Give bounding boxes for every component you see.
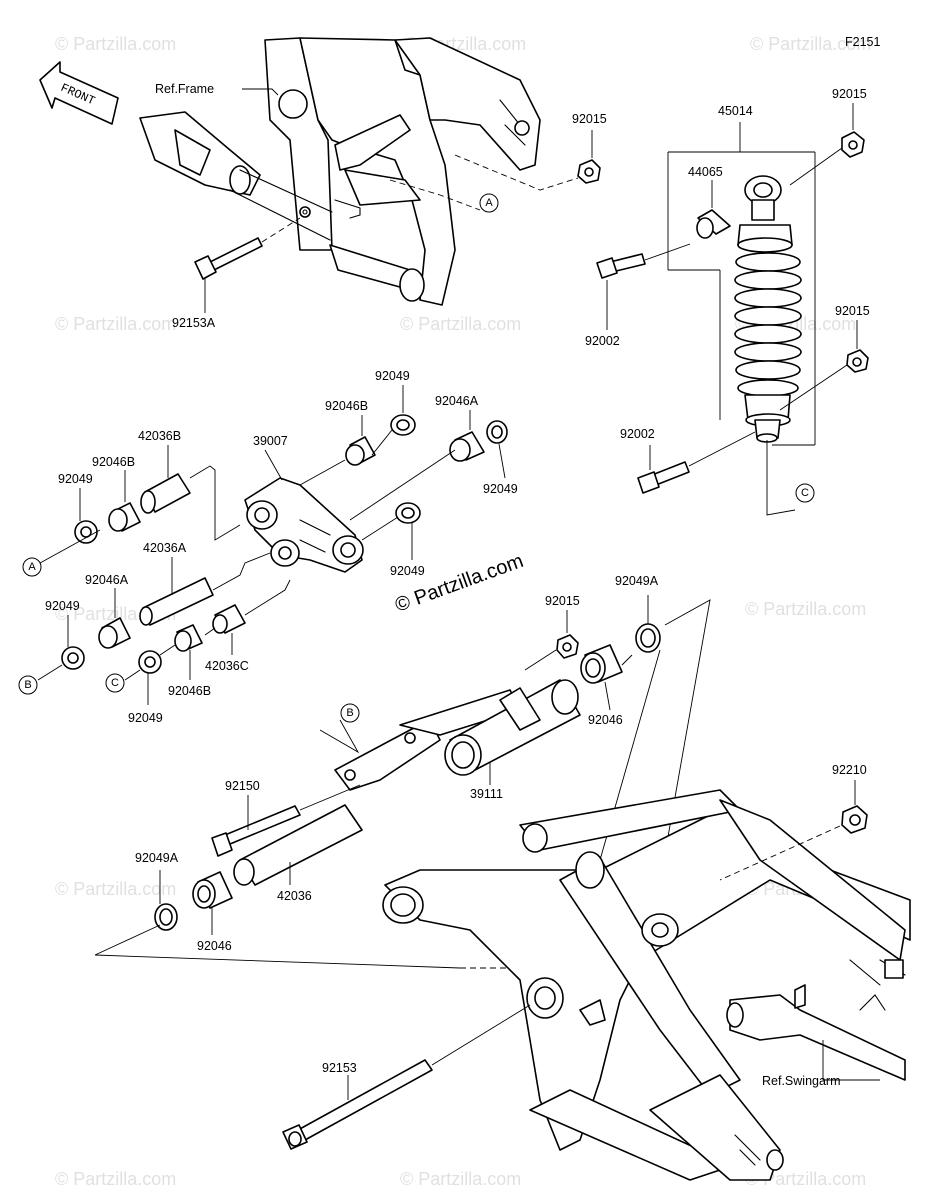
part-number-92046-mid: 92046 <box>588 713 623 727</box>
swingarm-assembly <box>382 789 911 1181</box>
part-number-92049-low: 92049 <box>128 711 163 725</box>
part-number-42036A: 42036A <box>143 541 187 555</box>
bearing-92046B-left <box>108 502 141 532</box>
front-arrow: FRONT <box>39 61 119 125</box>
bearing-92046-low <box>192 871 233 909</box>
part-number-92153: 92153 <box>322 1061 357 1075</box>
part-number-92049-mid: 92049 <box>390 564 425 578</box>
part-number-92002-top: 92002 <box>585 334 620 348</box>
part-number-92046-low: 92046 <box>197 939 232 953</box>
part-number-92049A-top: 92049A <box>615 574 659 588</box>
part-number-42036: 42036 <box>277 889 312 903</box>
part-number-44065: 44065 <box>688 165 723 179</box>
part-number-92049A-low: 92049A <box>135 851 179 865</box>
part-number-92153A: 92153A <box>172 316 216 330</box>
part-number-92046B-low: 92046B <box>168 684 211 698</box>
seal-92049-right <box>486 420 508 444</box>
watermark: © Partzilla.com <box>400 314 521 334</box>
ref-marker-a-link: A <box>22 557 42 577</box>
watermark: © Partzilla.com <box>745 599 866 619</box>
ref-frame-label: Ref.Frame <box>155 82 214 96</box>
part-number-92150: 92150 <box>225 779 260 793</box>
bolt-92153 <box>282 1059 433 1150</box>
nut-92015-top <box>577 159 601 184</box>
svg-text:B: B <box>346 707 353 719</box>
part-number-92046A-top: 92046A <box>435 394 479 408</box>
shock-absorber-45014 <box>734 175 802 443</box>
seal-92049A-low <box>154 903 178 931</box>
nut-92015-mid <box>556 634 579 659</box>
part-number-92015-mid: 92015 <box>545 594 580 608</box>
frame-assembly <box>139 37 541 306</box>
ref-frame-leader <box>242 88 279 96</box>
part-number-42036C: 42036C <box>205 659 249 673</box>
part-number-92002-bottom: 92002 <box>620 427 655 441</box>
bolt-92150 <box>211 805 301 857</box>
bearing-92046B-top <box>345 436 376 466</box>
part-number-39007: 39007 <box>253 434 288 448</box>
part-number-92015-shock-bottom: 92015 <box>835 304 870 318</box>
part-number-92210: 92210 <box>832 763 867 777</box>
shock-spring <box>734 252 802 397</box>
svg-text:A: A <box>485 197 493 209</box>
part-number-92049-top: 92049 <box>375 369 410 383</box>
collar-44065 <box>696 209 731 239</box>
watermark: © Partzilla.com <box>745 1169 866 1189</box>
figure-code: F2151 <box>845 35 880 49</box>
bolt-92153A <box>194 237 263 280</box>
part-number-92046A-left: 92046A <box>85 573 129 587</box>
bearing-92046-mid <box>580 644 623 684</box>
part-number-42036B: 42036B <box>138 429 181 443</box>
watermark: © Partzilla.com <box>55 879 176 899</box>
sleeve-42036 <box>233 804 363 886</box>
sleeve-42036A <box>139 577 214 626</box>
watermark: © Partzilla.com <box>55 1169 176 1189</box>
sleeve-42036C <box>212 604 246 634</box>
svg-text:C: C <box>801 487 809 499</box>
bearing-92046A-left <box>98 617 131 649</box>
ref-marker-b: B <box>18 675 38 695</box>
watermark: © Partzilla.com <box>750 34 871 54</box>
ref-marker-a: A <box>479 193 499 213</box>
link-39007 <box>244 477 364 573</box>
part-number-92015-shock-top: 92015 <box>832 87 867 101</box>
ref-marker-b-rocker: B <box>340 703 360 723</box>
part-number-92015: 92015 <box>572 112 607 126</box>
watermark: © Partzilla.com <box>400 1169 521 1189</box>
ref-marker-c-low: C <box>105 673 125 693</box>
bolt-92002-top <box>596 253 646 279</box>
nut-92015-shock-top <box>841 131 865 158</box>
bearing-92046B-low <box>174 624 203 652</box>
seal-92049-low <box>138 650 162 674</box>
svg-text:B: B <box>24 679 31 691</box>
ref-swingarm-label: Ref.Swingarm <box>762 1074 841 1088</box>
watermark: © Partzilla.com <box>55 314 176 334</box>
part-number-92046B-left: 92046B <box>92 455 135 469</box>
part-number-92049-left: 92049 <box>58 472 93 486</box>
seal-92049-top <box>390 414 416 436</box>
part-number-92049-right: 92049 <box>483 482 518 496</box>
part-number-39111: 39111 <box>470 787 503 801</box>
part-number-92046B-top: 92046B <box>325 399 368 413</box>
part-number-45014: 45014 <box>718 104 753 118</box>
bearing-92046A-top <box>449 431 485 462</box>
nut-92015-shock-bottom <box>846 349 869 373</box>
nut-92210 <box>841 805 868 834</box>
svg-text:A: A <box>28 561 36 573</box>
seal-92049-left <box>74 520 98 544</box>
seal-92049-leftlow <box>61 646 85 670</box>
part-number-92049-leftlow: 92049 <box>45 599 80 613</box>
bolt-92002-bottom <box>637 461 690 494</box>
seal-92049-mid <box>395 502 421 524</box>
sleeve-42036B <box>140 473 191 514</box>
seal-92049A-top <box>635 623 661 653</box>
rocker-arm-39111 <box>334 679 581 791</box>
ref-marker-c: C <box>795 483 815 503</box>
svg-text:C: C <box>111 677 119 689</box>
watermark: © Partzilla.com <box>55 34 176 54</box>
